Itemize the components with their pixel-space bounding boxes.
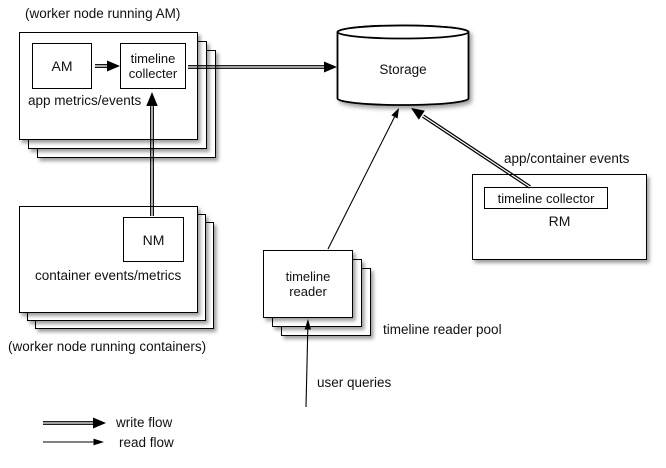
rm-label: RM	[548, 213, 571, 229]
worker-containers-note: (worker node running containers)	[8, 339, 207, 354]
legend-read-flow-label: read flow	[119, 435, 174, 450]
storage-label: Storage	[379, 62, 427, 77]
user-queries-label: user queries	[317, 375, 392, 390]
storage-cylinder	[336, 24, 470, 106]
read-arrow-reader-to-storage	[327, 108, 399, 250]
am-timeline-collector-box: timeline collecter	[120, 43, 186, 89]
rm-timeline-collector-box: timeline collector	[484, 187, 608, 209]
timeline-reader-label: timeline reader	[285, 268, 331, 299]
am-node-label: AM	[51, 58, 73, 74]
rm-timeline-collector-label: timeline collector	[497, 190, 595, 206]
write-arrow-collector-to-storage	[188, 61, 337, 73]
timeline-reader-card-front: timeline reader	[263, 250, 353, 318]
am-timeline-collector-label: timeline collecter	[128, 50, 178, 81]
write-arrow-nm-to-collector	[146, 92, 158, 216]
legend-write-flow-label: write flow	[116, 415, 173, 430]
worker-am-note: (worker node running AM)	[25, 6, 181, 21]
timeline-reader-pool-caption: timeline reader pool	[383, 322, 502, 337]
legend-read-arrow	[43, 438, 104, 446]
read-arrow-user-queries-to-reader	[304, 319, 311, 408]
app-container-events-caption: app/container events	[504, 151, 630, 166]
nm-node-box: NM	[123, 217, 184, 262]
nm-node-label: NM	[142, 231, 165, 248]
write-arrow-rm-to-storage	[411, 108, 532, 189]
legend-write-arrow	[43, 417, 106, 429]
am-node-box: AM	[32, 43, 92, 89]
write-arrow-am-to-collector	[95, 60, 120, 72]
container-events-caption: container events/metrics	[35, 268, 182, 283]
app-metrics-caption: app metrics/events	[28, 93, 142, 108]
